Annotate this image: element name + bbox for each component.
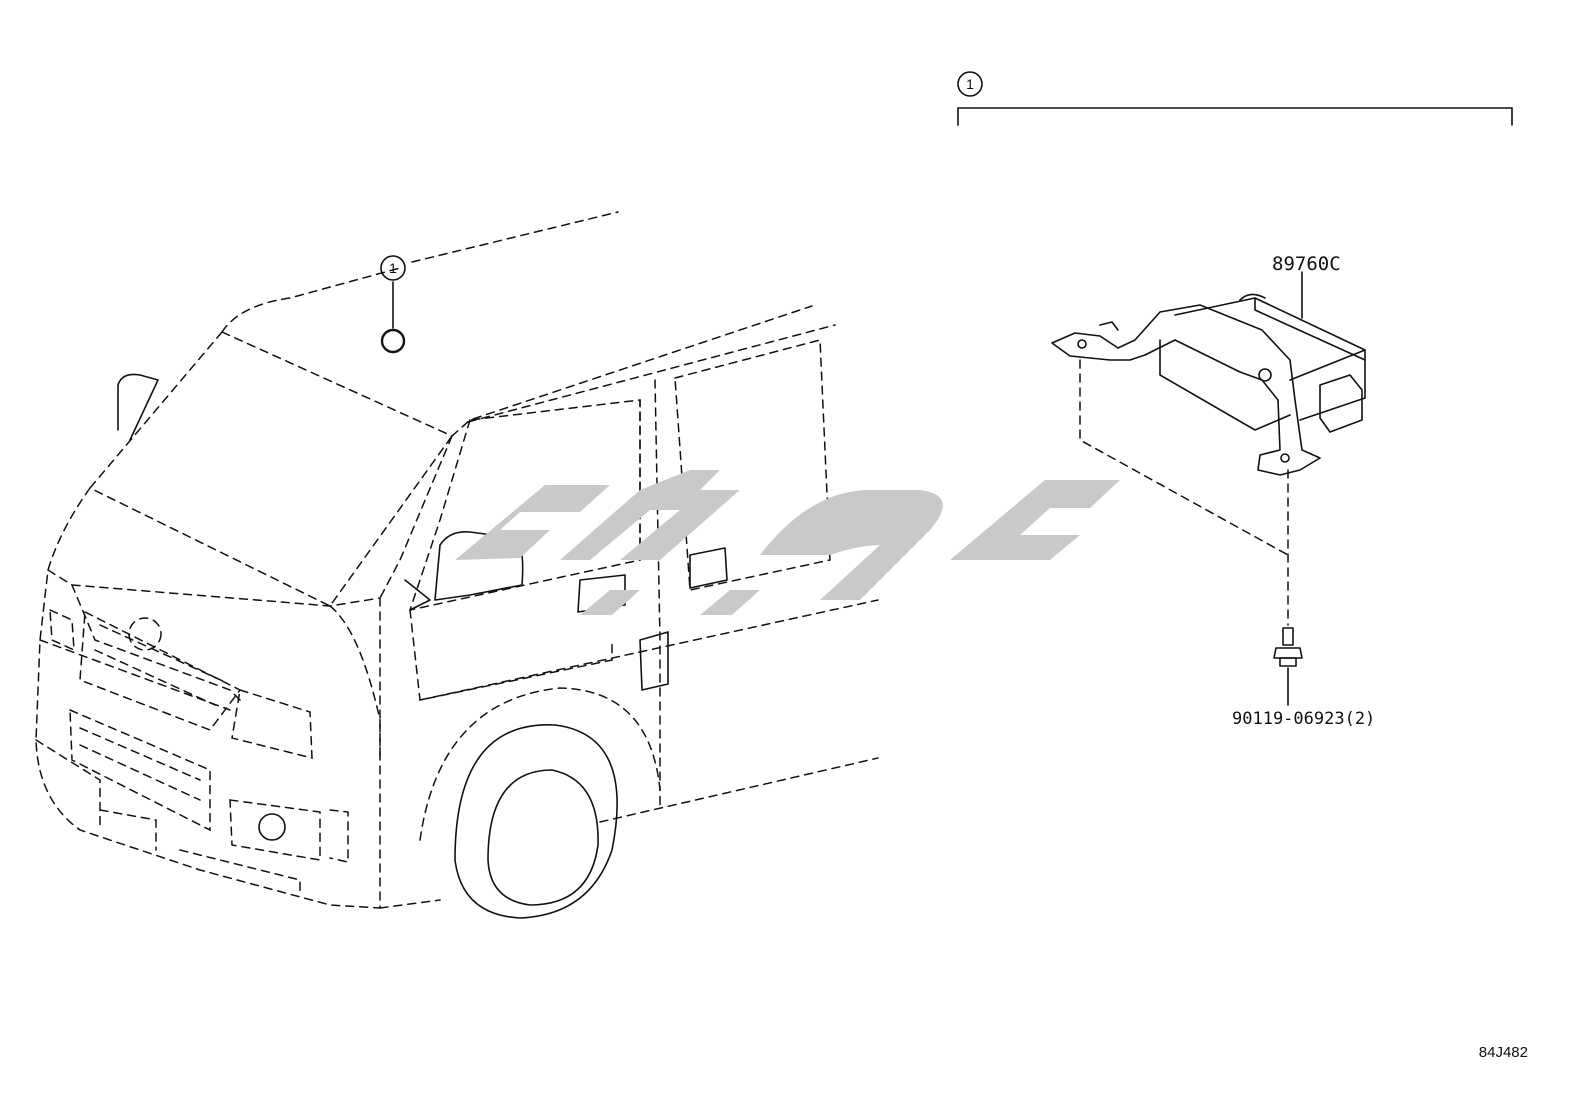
assembly-bracket [957,107,1513,126]
part-number-89760c[interactable]: 89760C [1272,253,1341,275]
figure-code: 84J482 [1479,1044,1528,1061]
bolt-illustration [1273,627,1303,706]
part-number-bolt[interactable]: 90119-06923(2) [1232,709,1375,729]
callout-marker-roof[interactable]: 1 [380,255,406,281]
callout-number: 1 [966,76,974,92]
van-illustration [35,211,879,919]
ecu-module-illustration [1051,271,1366,626]
callout-number: 1 [389,260,397,276]
callout-marker-assembly[interactable]: 1 [957,71,983,97]
watermark-logo [455,470,1120,615]
